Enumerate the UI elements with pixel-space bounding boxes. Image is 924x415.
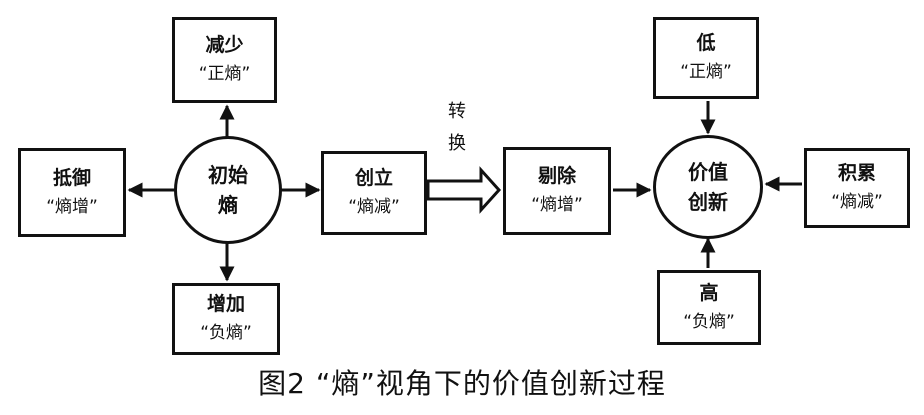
resist-subtitle: “熵增” [46, 196, 98, 217]
low-box: 低 “正熵” [653, 17, 759, 99]
high-box: 高 “负熵” [657, 270, 761, 345]
increase-title: 增加 [206, 293, 245, 315]
convert-line1: 转 [448, 101, 466, 122]
low-title: 低 [696, 32, 716, 54]
convert-label: 转 换 [443, 96, 471, 160]
increase-subtitle: “负熵” [200, 323, 252, 343]
high-subtitle: “负熵” [683, 311, 735, 332]
create-box: 创立 “熵减” [321, 151, 427, 235]
figure-caption: 图2 “熵”视角下的价值创新过程 [258, 367, 666, 400]
convert-line2: 换 [448, 133, 466, 154]
reduce-title: 减少 [205, 34, 244, 56]
create-subtitle: “熵减” [348, 197, 400, 217]
initial-entropy-circle: 初始 熵 [174, 136, 282, 244]
value-line1: 价值 [688, 160, 728, 184]
create-title: 创立 [354, 167, 393, 189]
remove-subtitle: “熵增” [531, 195, 583, 215]
convert-hollow-arrow [426, 166, 502, 214]
high-title: 高 [699, 281, 719, 304]
increase-box: 增加 “负熵” [172, 283, 280, 355]
reduce-box: 减少 “正熵” [172, 17, 277, 103]
low-subtitle: “正熵” [680, 62, 732, 82]
initial-line1: 初始 [208, 163, 248, 187]
resist-title: 抵御 [52, 166, 91, 189]
accumulate-title: 积累 [837, 162, 876, 184]
resist-box: 抵御 “熵增” [18, 148, 126, 237]
value-line2: 创新 [688, 190, 728, 214]
initial-line2: 熵 [218, 193, 238, 217]
remove-box: 剔除 “熵增” [503, 147, 611, 235]
remove-title: 剔除 [537, 165, 576, 187]
accumulate-box: 积累 “熵减” [804, 148, 910, 228]
value-innovation-circle: 价值 创新 [653, 135, 763, 239]
reduce-subtitle: “正熵” [198, 64, 251, 84]
accumulate-subtitle: “熵减” [831, 192, 883, 212]
